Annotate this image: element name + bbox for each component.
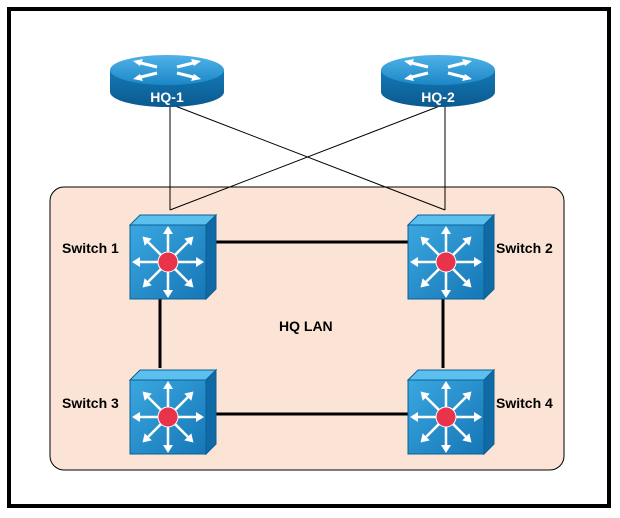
switch-2[interactable] <box>406 213 496 301</box>
router-label: HQ-1 <box>150 89 184 105</box>
link-hq2-switch1 <box>169 103 446 211</box>
router-icon <box>381 55 495 107</box>
multilayer-switch-icon <box>406 213 496 301</box>
wan-links <box>169 103 446 211</box>
lan-label: HQ LAN <box>279 318 333 334</box>
multilayer-switch-icon <box>406 368 496 456</box>
switch-1[interactable] <box>128 213 218 301</box>
switch-3[interactable] <box>128 368 218 456</box>
router-hq2[interactable]: HQ-2 <box>381 55 495 107</box>
switch-4[interactable] <box>406 368 496 456</box>
router-hq1[interactable]: HQ-1 <box>110 55 224 107</box>
multilayer-switch-icon <box>128 368 218 456</box>
switch-1-label: Switch 1 <box>62 240 119 256</box>
multilayer-switch-icon <box>128 213 218 301</box>
router-icon <box>110 55 224 107</box>
switch-3-label: Switch 3 <box>62 395 119 411</box>
switch-2-label: Switch 2 <box>496 240 553 256</box>
router-label: HQ-2 <box>421 89 455 105</box>
switch-4-label: Switch 4 <box>496 395 553 411</box>
